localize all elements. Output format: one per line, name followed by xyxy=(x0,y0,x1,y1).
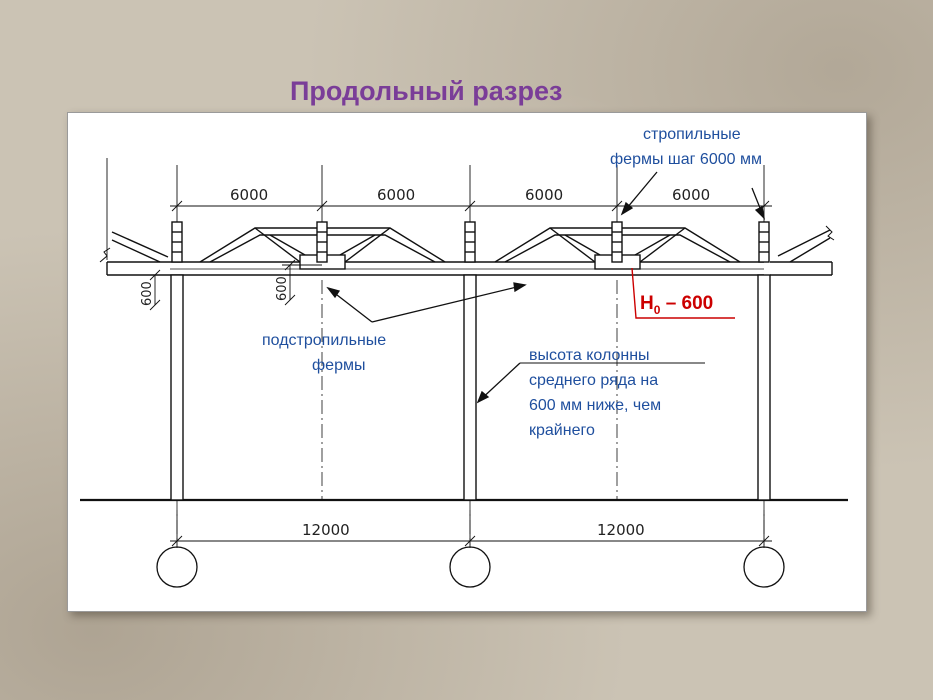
note-column-height-line-4: крайнего xyxy=(529,422,595,439)
note-sub-rafter-line-2: фермы xyxy=(312,357,365,374)
note-column-height-line-2: среднего ряда на xyxy=(529,372,658,389)
axis-bubble-1 xyxy=(156,546,198,588)
columns xyxy=(170,274,771,501)
axis-bubble-3 xyxy=(743,546,785,588)
leader-lines xyxy=(326,171,766,404)
h0-subscript: 0 xyxy=(654,303,661,317)
slide-title: Продольный разрез xyxy=(290,76,563,106)
axis-span-label-1: 12000 xyxy=(302,521,350,539)
top-dimension-line xyxy=(170,200,772,212)
note-column-height-line-1: высота колонны xyxy=(529,347,650,364)
axis-dimension-line xyxy=(170,510,772,548)
note-column-height-line-3: 600 мм ниже, чем xyxy=(529,397,661,414)
h0-base: H xyxy=(640,293,654,314)
left-truss-fragment xyxy=(99,231,170,276)
h0-label: H0 – 600 xyxy=(640,293,713,317)
axis-bubble-2 xyxy=(449,546,491,588)
span-label-2: 6000 xyxy=(377,186,415,204)
rafter-truss-posts xyxy=(171,221,770,263)
span-label-4: 6000 xyxy=(672,186,710,204)
top-extension-lines xyxy=(106,158,765,260)
right-truss-fragment xyxy=(770,225,835,276)
height-mark-2: 600 xyxy=(275,276,290,301)
span-label-1: 6000 xyxy=(230,186,268,204)
height-mark-ticks xyxy=(149,259,322,311)
height-mark-1: 600 xyxy=(140,281,155,306)
axis-span-label-2: 12000 xyxy=(597,521,645,539)
span-label-3: 6000 xyxy=(525,186,563,204)
h0-suffix: – 600 xyxy=(660,293,713,314)
note-sub-rafter-line-1: подстропильные xyxy=(262,332,386,349)
note-rafter-trusses-line-2: фермы шаг 6000 мм xyxy=(610,151,762,168)
note-rafter-trusses-line-1: стропильные xyxy=(643,126,741,143)
